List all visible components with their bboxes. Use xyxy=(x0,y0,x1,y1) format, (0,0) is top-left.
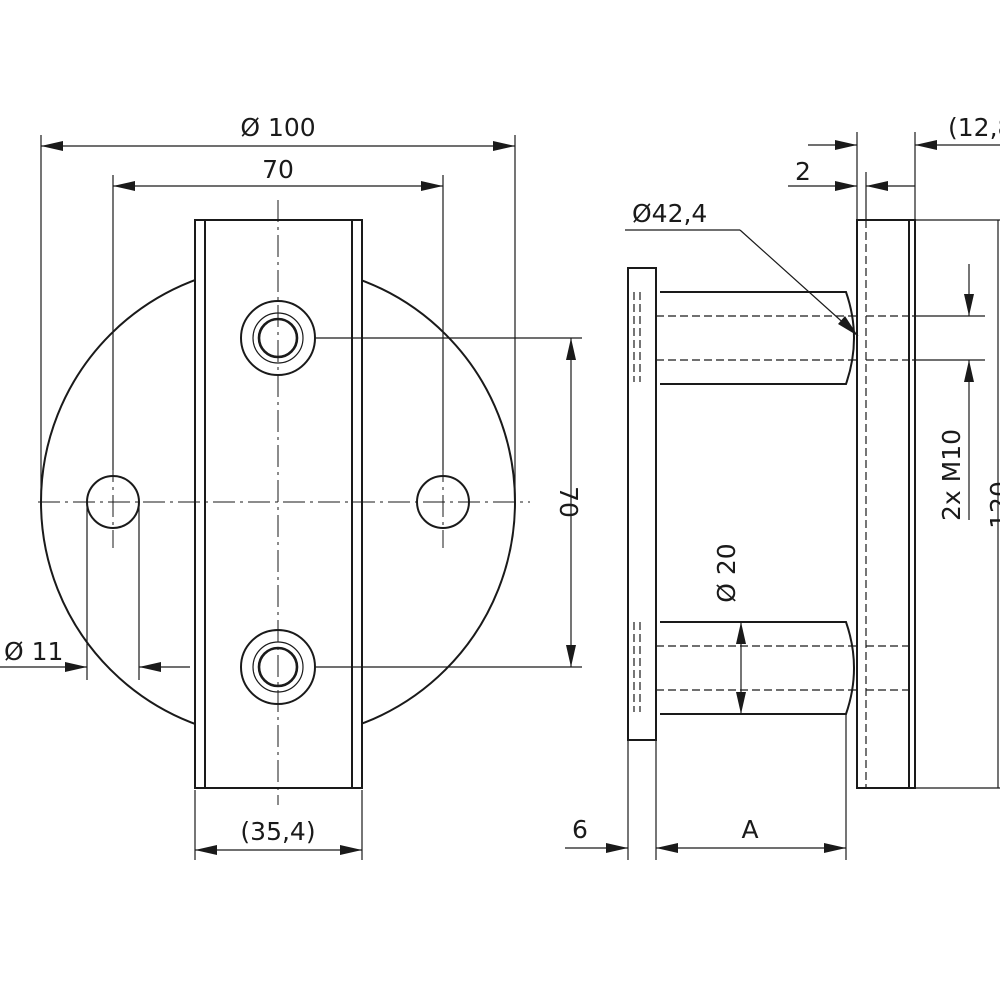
pin-bottom xyxy=(660,621,855,715)
front-view: Ø 100 70 70 Ø 11 xyxy=(0,113,583,860)
dimension-pin-diameter xyxy=(736,622,746,714)
label-pin-length: A xyxy=(741,815,758,844)
dimension-outer-diameter xyxy=(40,135,516,502)
label-height: 120 xyxy=(985,481,1000,529)
label-hole-diameter: Ø 11 xyxy=(4,637,63,666)
flange-side xyxy=(856,219,916,789)
pin-top xyxy=(660,291,855,385)
dimension-pin-length xyxy=(656,714,847,860)
side-view: (12,8 2 Ø42,4 2x M10 120 xyxy=(565,113,1000,860)
dimension-flange-offset xyxy=(808,132,1000,220)
dimension-thread xyxy=(964,264,974,520)
label-bar-width: (35,4) xyxy=(240,817,315,846)
label-flange-offset: (12,8 xyxy=(948,113,1000,142)
label-post-diameter: Ø42,4 xyxy=(632,199,707,228)
label-thread: 2x M10 xyxy=(937,429,966,521)
label-hole-spacing-v: 70 xyxy=(554,486,583,518)
label-pin-diameter: Ø 20 xyxy=(712,543,741,602)
label-plate-thickness: 6 xyxy=(572,815,588,844)
dimension-hole-spacing-h xyxy=(112,175,444,470)
dimension-hole-diameter xyxy=(0,502,190,680)
label-outer-diameter: Ø 100 xyxy=(240,113,315,142)
dimension-bar-width xyxy=(194,790,363,860)
label-wall-thickness: 2 xyxy=(795,157,811,186)
base-plate-side xyxy=(627,267,657,741)
label-hole-spacing-h: 70 xyxy=(262,155,294,184)
dimension-wall-thickness xyxy=(788,172,915,220)
dimension-hole-spacing-v xyxy=(316,337,582,668)
leader-post-diameter xyxy=(625,229,859,337)
